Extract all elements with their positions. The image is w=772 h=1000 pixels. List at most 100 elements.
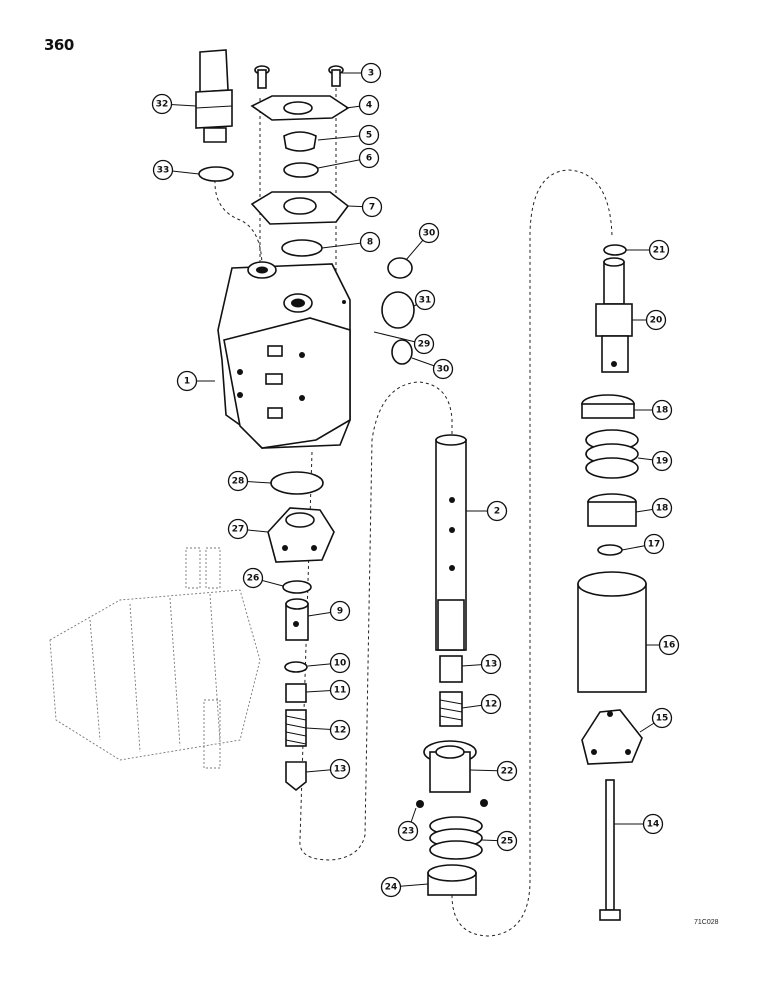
- callout-number: 12: [334, 726, 347, 736]
- callout-28: 28: [227, 470, 272, 492]
- callout-5: 5: [317, 124, 380, 146]
- callout-11: 11: [305, 679, 351, 701]
- spacer-11: [285, 683, 307, 703]
- callout-7: 7: [347, 196, 383, 218]
- callout-circle: [413, 333, 435, 355]
- callout-circle: [658, 634, 680, 656]
- callout-30: 30: [405, 222, 440, 261]
- callout-10: 10: [307, 652, 351, 674]
- callout-4: 4: [345, 94, 380, 116]
- callout-number: 19: [656, 457, 669, 467]
- callout-number: 13: [485, 660, 498, 670]
- callout-17: 17: [621, 533, 665, 555]
- ring-17: [597, 544, 623, 556]
- callout-24: 24: [380, 876, 429, 898]
- spring-12-center: [439, 691, 463, 727]
- callout-number: 27: [232, 525, 245, 535]
- spring-12-left: [285, 709, 307, 747]
- o-ring-28: [270, 471, 324, 495]
- callout-circle: [358, 124, 380, 146]
- callout-3: 3: [342, 62, 382, 84]
- callout-number: 18: [656, 406, 669, 416]
- callout-circle: [358, 147, 380, 169]
- callout-32: 32: [151, 93, 197, 115]
- callout-25: 25: [481, 830, 518, 852]
- o-ring-8: [281, 239, 323, 257]
- bolt-14: [599, 779, 621, 921]
- callout-layer: 1234567891011121213131415161718181920212…: [151, 62, 680, 898]
- callout-number: 12: [485, 700, 498, 710]
- callout-number: 32: [156, 100, 169, 110]
- callout-circle: [329, 652, 351, 674]
- seal-5: [283, 131, 317, 152]
- callout-30: 30: [411, 357, 454, 380]
- callout-19: 19: [637, 450, 673, 472]
- callout-circle: [480, 653, 502, 675]
- callout-15: 15: [639, 707, 673, 733]
- callout-circle: [227, 470, 249, 492]
- callout-21: 21: [626, 239, 670, 261]
- callout-number: 25: [501, 837, 514, 847]
- callout-13: 13: [305, 758, 351, 780]
- callout-12: 12: [305, 719, 351, 741]
- callout-16: 16: [646, 634, 680, 656]
- callout-number: 3: [368, 69, 374, 79]
- callout-circle: [496, 760, 518, 782]
- sleeve-22: [423, 740, 477, 793]
- spring-seat-18-upper: [581, 394, 635, 419]
- callout-number: 26: [247, 574, 260, 584]
- callout-circle: [358, 94, 380, 116]
- o-ring-33: [198, 166, 234, 182]
- callout-12: 12: [461, 693, 502, 715]
- ball-23-right: [480, 799, 488, 807]
- callout-number: 11: [334, 686, 347, 696]
- callout-number: 10: [334, 659, 347, 669]
- callout-number: 15: [656, 714, 669, 724]
- callout-number: 30: [437, 365, 450, 375]
- callout-number: 6: [366, 154, 372, 164]
- callout-1: 1: [176, 370, 215, 392]
- cap-16: [577, 571, 647, 693]
- callout-circle: [360, 62, 382, 84]
- o-ring-31: [381, 291, 415, 329]
- callout-number: 30: [423, 229, 436, 239]
- callout-circle: [480, 693, 502, 715]
- callout-circle: [152, 159, 174, 181]
- callout-circle: [414, 289, 436, 311]
- o-ring-30-lower: [391, 339, 413, 365]
- spring-seat-18-lower: [587, 493, 637, 527]
- callout-circle: [642, 813, 664, 835]
- callout-number: 16: [663, 641, 676, 651]
- callout-number: 31: [419, 296, 432, 306]
- assembly-reference-sketch: [49, 547, 261, 769]
- callout-circle: [397, 820, 419, 842]
- callout-number: 24: [385, 883, 398, 893]
- callout-number: 9: [337, 607, 343, 617]
- o-ring-10: [284, 661, 308, 673]
- o-ring-30-upper: [387, 257, 413, 279]
- callout-number: 22: [501, 767, 514, 777]
- callout-14: 14: [614, 813, 664, 835]
- callout-circle: [645, 309, 667, 331]
- callout-circle: [432, 358, 454, 380]
- relief-valve-fitting: [195, 49, 233, 143]
- callout-20: 20: [632, 309, 667, 331]
- callout-circle: [361, 196, 383, 218]
- o-ring-26: [282, 580, 312, 594]
- valve-section-body: [217, 261, 351, 449]
- callout-number: 14: [647, 820, 660, 830]
- retainer-plate-bore: [283, 101, 313, 115]
- callout-number: 1: [184, 377, 190, 387]
- spring-19: [585, 429, 639, 479]
- callout-number: 2: [494, 507, 500, 517]
- callout-circle: [496, 830, 518, 852]
- callout-number: 18: [656, 504, 669, 514]
- callout-number: 4: [366, 101, 372, 111]
- callout-number: 23: [402, 827, 415, 837]
- callout-circle: [486, 500, 508, 522]
- end-cap-15: [581, 709, 643, 765]
- callout-18: 18: [635, 497, 673, 519]
- callout-number: 17: [648, 540, 661, 550]
- callout-18: 18: [634, 399, 673, 421]
